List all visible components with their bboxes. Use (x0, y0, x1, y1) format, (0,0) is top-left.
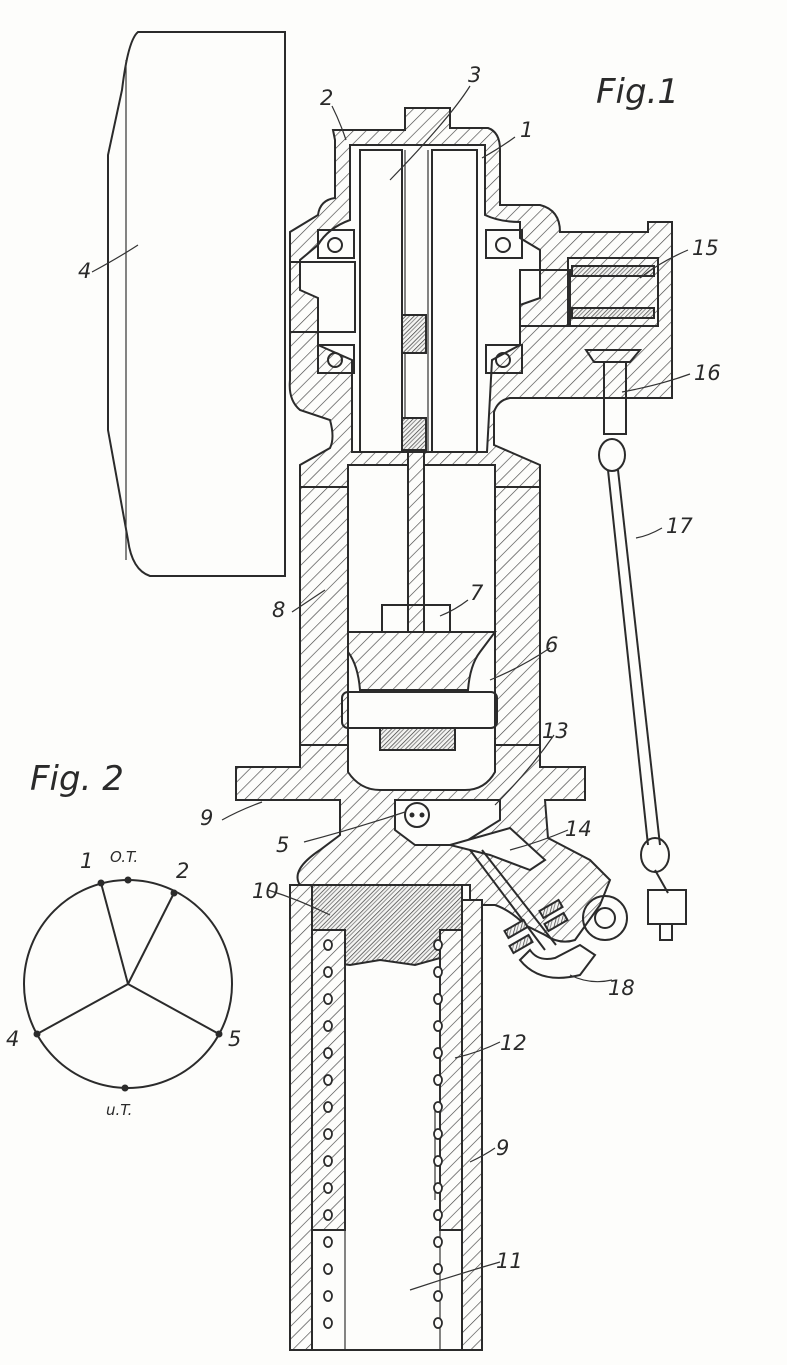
label-12: 12 (500, 1031, 527, 1055)
spring-coil (433, 1020, 443, 1032)
spring-coil (323, 1263, 333, 1275)
label-4: 4 (78, 259, 91, 283)
spring-coil (433, 1290, 443, 1302)
spring-coil (433, 1155, 443, 1167)
spring-coil (323, 1128, 333, 1140)
lower-tube (289, 884, 483, 1351)
push-rod-17 (598, 438, 670, 894)
label-8: 8 (272, 598, 285, 622)
label-9-flange: 9 (200, 806, 213, 830)
spring-coil (323, 1236, 333, 1248)
fig2-point-4: 4 (6, 1027, 19, 1051)
label-15: 15 (692, 236, 719, 260)
spring-coils (323, 939, 443, 1329)
spring-coil (433, 1047, 443, 1059)
ot-point (124, 876, 132, 884)
label-17: 17 (666, 514, 693, 538)
label-14: 14 (565, 817, 592, 841)
fig2-title: Fig. 2 (30, 759, 124, 799)
spring-coil (433, 966, 443, 978)
label-2: 2 (320, 86, 333, 110)
spring-coil (433, 1101, 443, 1113)
label-16: 16 (694, 361, 721, 385)
spring-coil (323, 993, 333, 1005)
fig2-timing-diagram (23, 876, 233, 1092)
spring-coil (433, 939, 443, 951)
spring-coil (323, 1101, 333, 1113)
spring-coil (433, 1236, 443, 1248)
label-11: 11 (496, 1249, 523, 1273)
fig2-point-2: 2 (176, 859, 189, 883)
valve-head (235, 744, 687, 979)
spring-coil (433, 993, 443, 1005)
valve-spring (503, 898, 569, 955)
spring-coil (323, 1020, 333, 1032)
label-6: 6 (545, 633, 558, 657)
label-1: 1 (520, 118, 533, 142)
spring-coil (323, 1074, 333, 1086)
label-9-tube: 9 (496, 1136, 509, 1160)
spring-coil (323, 1155, 333, 1167)
label-13: 13 (542, 719, 569, 743)
flywheel-4 (107, 31, 286, 577)
spring-coil (433, 1182, 443, 1194)
spring-coil (323, 1290, 333, 1302)
label-18: 18 (608, 976, 635, 1000)
spring-coil (433, 1317, 443, 1329)
spring-coil (323, 1182, 333, 1194)
spring-coil (323, 1209, 333, 1221)
spring-coil (323, 1317, 333, 1329)
leader-lines (91, 85, 691, 1291)
spring-coil (433, 1128, 443, 1140)
spring-coil (323, 939, 333, 951)
spring-coil (323, 966, 333, 978)
cylinder-8 (299, 451, 541, 771)
label-7: 7 (470, 581, 484, 605)
fig2-point-1: 1 (80, 849, 93, 873)
fig2-ot-label: O.T. (110, 848, 138, 866)
crankcase-housing (288, 107, 673, 488)
spring-coil (433, 1074, 443, 1086)
label-10: 10 (252, 879, 279, 903)
label-5: 5 (276, 833, 289, 857)
spring-coil (433, 1263, 443, 1275)
fig1-title: Fig.1 (596, 72, 679, 112)
fig2-point-5: 5 (228, 1027, 241, 1051)
fig2-ut-label: u.T. (106, 1101, 132, 1119)
ut-point (121, 1084, 129, 1092)
spring-coil (433, 1209, 443, 1221)
label-3: 3 (468, 63, 481, 87)
spring-coil (323, 1047, 333, 1059)
